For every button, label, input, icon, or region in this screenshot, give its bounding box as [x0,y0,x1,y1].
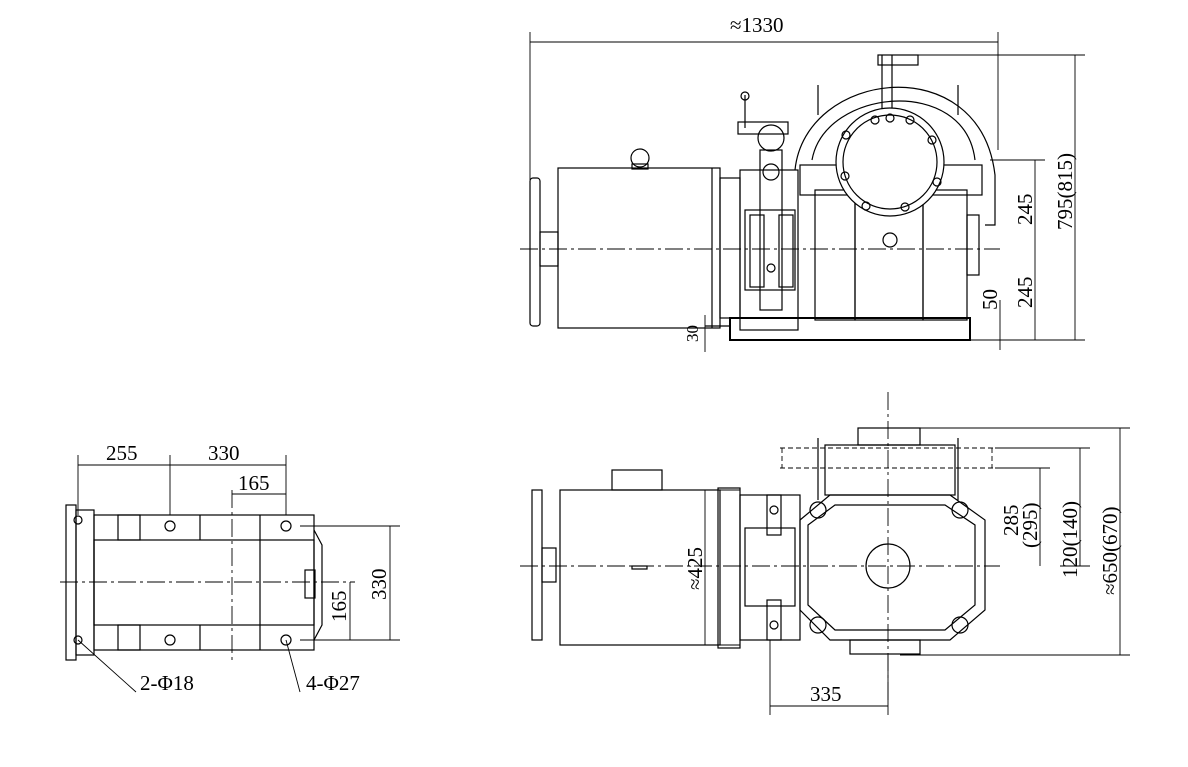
top-plan-dimensions: ≈425 ≈650(670) 120(140) 285 (295) 335 [683,427,1130,715]
dim-gear-spacing: 335 [810,682,842,706]
base-plan-dimensions: 255 330 165 330 165 2-Φ18 4-Φ27 [77,441,400,695]
dim-foot-gap: 30 [683,325,702,342]
dim-base-offset: 50 [978,289,1002,310]
dim-base-width-half: 165 [327,591,351,623]
base-plan-view [60,490,355,661]
dim-shaft-offset-a-alt: (295) [1018,503,1042,549]
front-elevation-dimensions: ≈1330 795(815) 245 245 50 30 [529,13,1085,352]
dim-overall-length: ≈1330 [730,13,784,37]
dim-base-width: 330 [367,569,391,601]
front-elevation-view [520,54,1000,341]
dim-overall-depth: ≈650(670) [1098,506,1122,595]
dim-base-half: 165 [238,471,270,495]
dim-height-top: 245 [1013,194,1037,226]
label-hole-small: 2-Φ18 [140,671,194,695]
dim-motor-diameter: ≈425 [683,547,707,590]
dim-shaft-offset-a: 285 [999,505,1023,537]
top-plan-view [520,392,1000,700]
dim-base-spacing-b: 330 [208,441,240,465]
label-hole-large: 4-Φ27 [306,671,360,695]
dim-height-bottom: 245 [1013,277,1037,309]
dim-base-spacing-a: 255 [106,441,138,465]
dim-shaft-offset-b: 120(140) [1058,501,1082,578]
dim-overall-height: 795(815) [1053,153,1077,230]
